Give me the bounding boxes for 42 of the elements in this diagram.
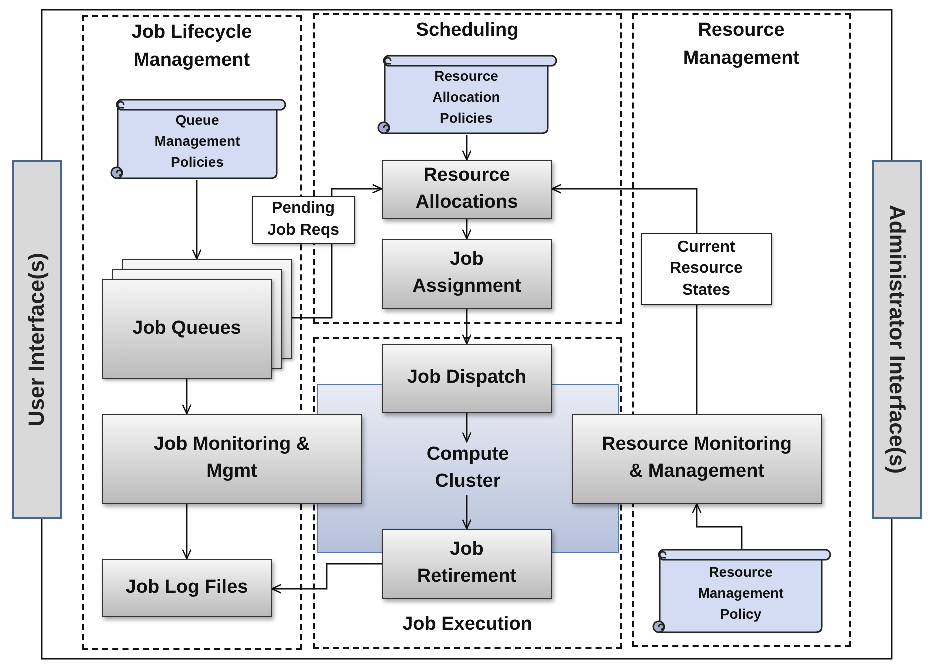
- arrow: [182, 379, 192, 415]
- scroll-label: Resource Allocation Policies: [432, 66, 502, 128]
- process-label: Job Log Files: [126, 576, 248, 600]
- group-title: Job Execution: [402, 613, 532, 637]
- process-label: Job Monitoring & Mgmt: [152, 433, 312, 484]
- group-title: Job Lifecycle Management: [130, 21, 254, 73]
- process-label: Job Queues: [132, 316, 242, 341]
- process-label: Resource Monitoring & Management: [600, 433, 793, 484]
- process-box: [572, 414, 822, 504]
- process-box: [382, 344, 552, 413]
- interface-panel: [872, 160, 922, 519]
- arrow: [692, 503, 743, 549]
- arrow: [192, 180, 202, 260]
- process-box: [382, 529, 552, 599]
- process-label: Job Retirement: [416, 538, 518, 589]
- arrow: [462, 219, 472, 240]
- connector-line: [41, 519, 893, 660]
- arrow: [271, 563, 382, 594]
- arrow: [462, 413, 472, 443]
- arrow: [182, 504, 192, 560]
- scroll-label: Queue Management Policies: [154, 111, 242, 172]
- process-box: [382, 239, 552, 309]
- process-label: Job Assignment: [412, 248, 522, 299]
- interface-label: Administrator Interface(s): [884, 205, 910, 474]
- interface-label: User Interface(s): [24, 252, 50, 426]
- group-title: Resource Management: [682, 19, 801, 71]
- arrow: [462, 309, 472, 345]
- scroll-label: Resource Management Policy: [697, 563, 785, 624]
- arrow: [462, 495, 472, 530]
- process-box: [102, 414, 362, 504]
- cluster-label: Compute Cluster: [426, 442, 510, 494]
- edge-label: Pending Job Reqs: [252, 196, 355, 244]
- connector-line: [41, 9, 893, 160]
- process-box: [102, 559, 272, 617]
- process-label: Job Dispatch: [407, 366, 527, 390]
- queue-stack: [102, 259, 292, 379]
- process-box: [382, 160, 552, 219]
- edge-label: Current Resource States: [641, 233, 772, 305]
- interface-panel: [12, 160, 62, 519]
- process-label: Resource Allocations: [414, 164, 520, 214]
- arrow: [462, 135, 472, 161]
- group-title: Scheduling: [416, 19, 519, 43]
